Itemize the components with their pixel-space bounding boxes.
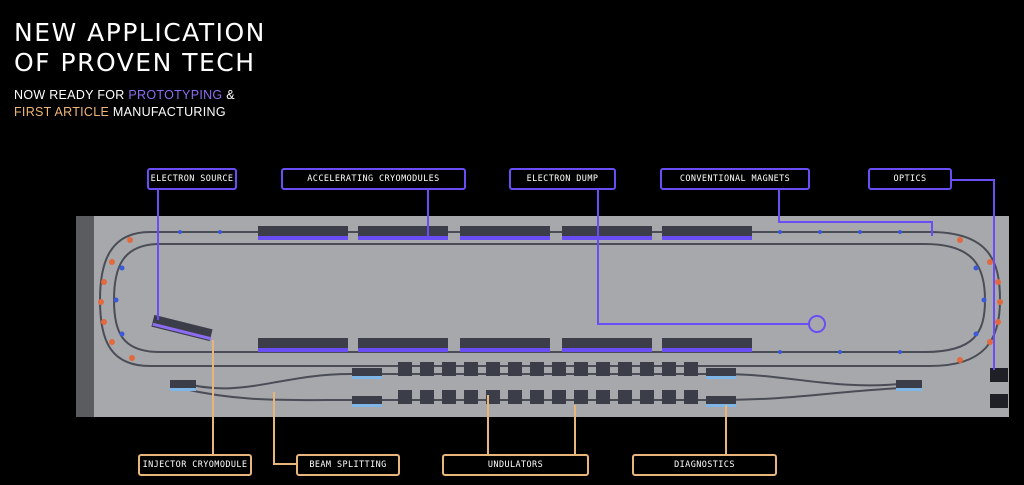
label-diagnostics: DIAGNOSTICS: [632, 454, 777, 476]
label-accelerating-cryomodules: ACCELERATING CRYOMODULES: [281, 168, 466, 190]
manufacturing-text: MANUFACTURING: [109, 105, 226, 119]
cryomodules-bottom: [258, 338, 752, 352]
prototyping-highlight: PROTOTYPING: [128, 88, 223, 102]
cryomodules-top: [258, 226, 752, 240]
optics-endpoints: [990, 368, 1008, 408]
headline: NEW APPLICATION OF PROVEN TECH: [14, 18, 266, 78]
purple-leader-lines: [157, 179, 995, 370]
undulator-array-lower: [398, 390, 698, 404]
label-beam-splitting: BEAM SPLITTING: [296, 454, 400, 476]
subheadline-suffix: &: [222, 88, 235, 102]
label-conventional-magnets: CONVENTIONAL MAGNETS: [660, 168, 810, 190]
label-undulators: UNDULATORS: [442, 454, 589, 476]
diagnostic-blocks: [170, 368, 922, 407]
orange-leader-lines: [212, 340, 727, 465]
injector-assembly: [151, 314, 213, 342]
electron-dump-marker: [808, 315, 826, 333]
subheadline-prefix: NOW READY FOR: [14, 88, 129, 102]
headline-line-2: OF PROVEN TECH: [14, 48, 256, 77]
loop-magnets: [98, 230, 1003, 363]
beamline-track: [98, 231, 1002, 402]
label-electron-dump: ELECTRON DUMP: [509, 168, 616, 190]
headline-line-1: NEW APPLICATION: [14, 18, 266, 47]
label-electron-source: ELECTRON SOURCE: [147, 168, 237, 190]
label-optics: OPTICS: [868, 168, 952, 190]
facility-wall: [76, 216, 94, 417]
facility-floor: [76, 216, 1009, 417]
subheadline: NOW READY FOR PROTOTYPING & FIRST ARTICL…: [14, 87, 235, 121]
first-article-highlight: FIRST ARTICLE: [14, 105, 110, 119]
undulator-array-upper: [398, 362, 698, 376]
label-injector-cryomodule: INJECTOR CRYOMODULE: [138, 454, 252, 476]
